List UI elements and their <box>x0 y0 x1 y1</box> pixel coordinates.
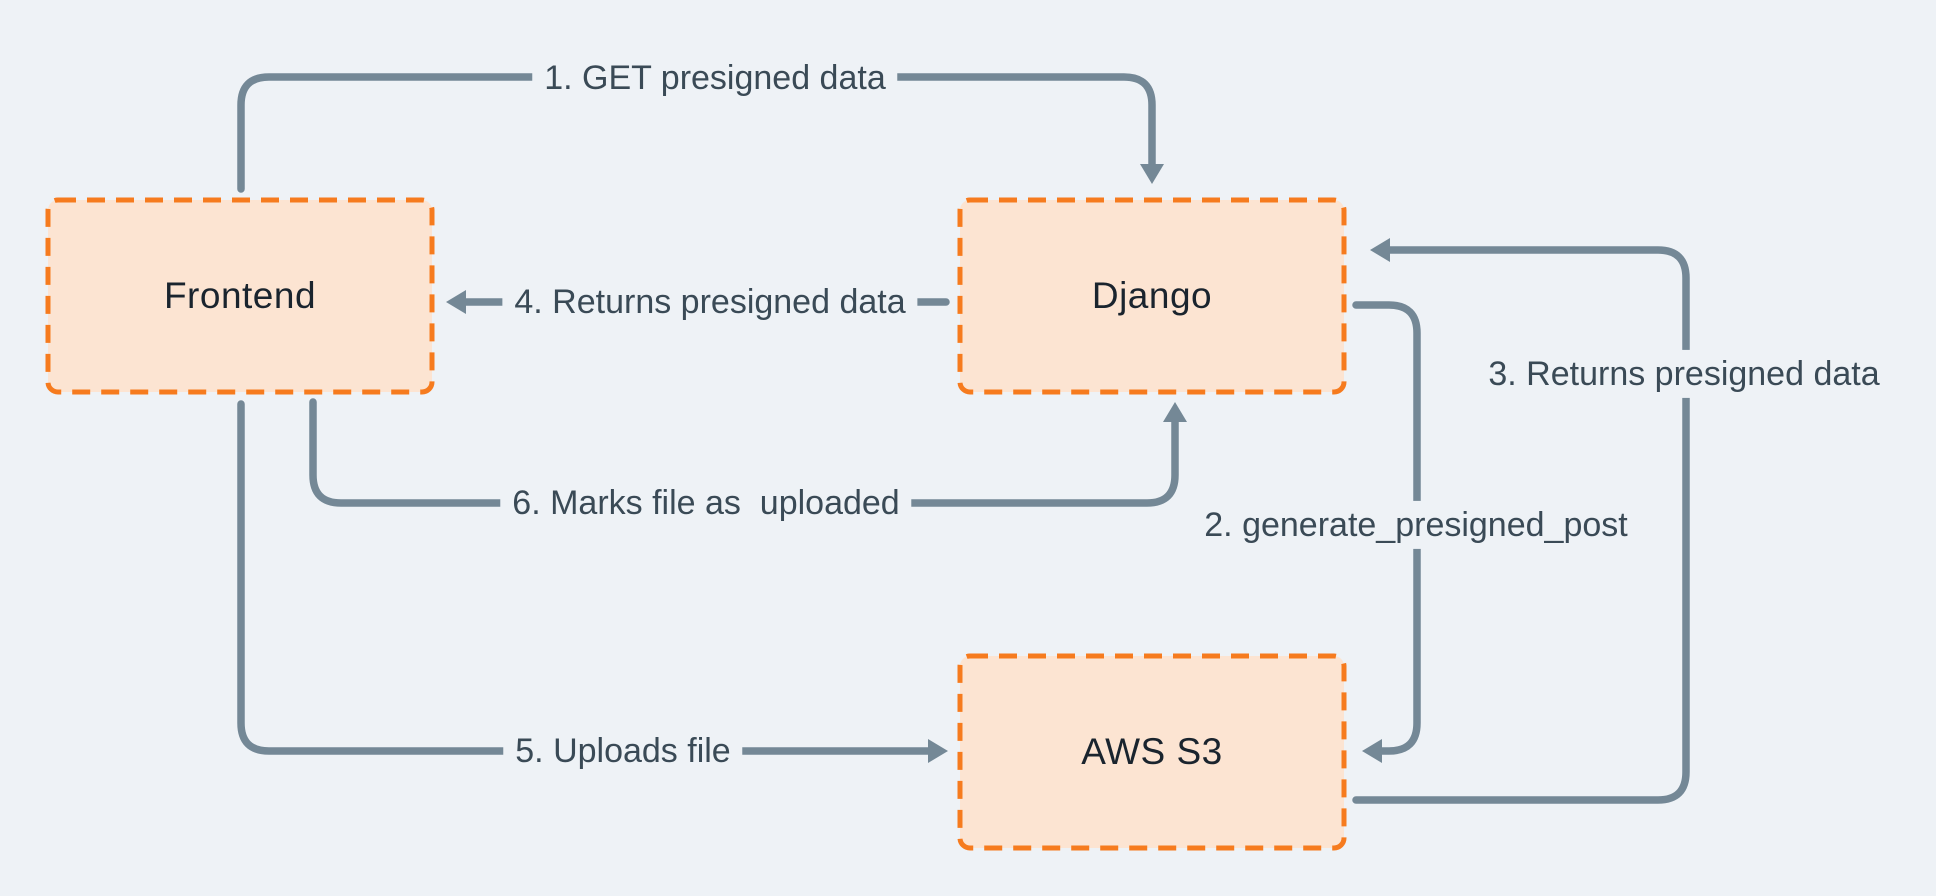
frontend-node-box <box>45 197 435 395</box>
edge-5-connector <box>237 400 948 763</box>
frontend-node-label: Frontend <box>163 275 317 316</box>
edge-1-label: 1. GET presigned data <box>532 53 898 103</box>
django-node: Django <box>960 200 1344 392</box>
aws-s3-node: AWS S3 <box>960 656 1344 848</box>
edge-6-label: 6. Marks file as uploaded <box>500 478 912 528</box>
edge-3-label: 3. Returns presigned data <box>1476 349 1892 399</box>
edge-2-label: 2. generate_presigned_post <box>1192 500 1640 550</box>
aws-s3-node-label: AWS S3 <box>1081 731 1223 772</box>
django-node-box <box>957 197 1347 395</box>
edge-4-label: 4. Returns presigned data <box>502 277 918 327</box>
aws-s3-node-box <box>957 653 1347 851</box>
edge-5-label: 5. Uploads file <box>503 726 743 776</box>
frontend-node: Frontend <box>48 200 432 392</box>
edge-3-connector <box>1352 238 1690 804</box>
django-node-label: Django <box>1091 275 1213 316</box>
